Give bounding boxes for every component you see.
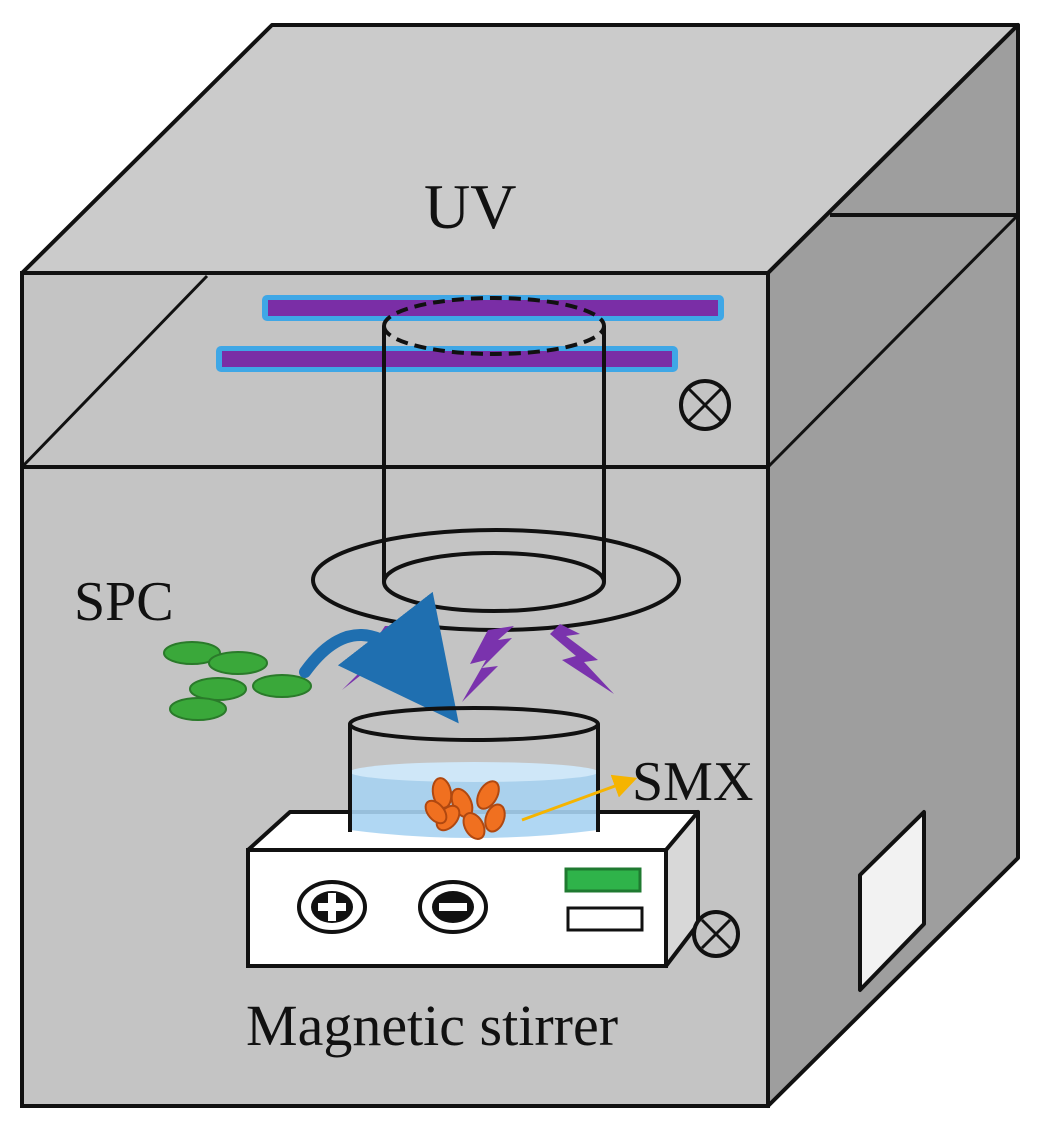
stirrer-knob[interactable] [692,910,740,958]
smx-pellets [424,777,506,840]
side-shelf-edge [766,213,1020,469]
circle-x-icon[interactable] [679,379,731,431]
side-door-window[interactable] [858,810,926,992]
label-spc: SPC [74,571,174,633]
box-front-face [20,271,770,1108]
inner-lens-ring [382,551,606,613]
stirrer-display [564,867,642,893]
label-stirrer: Magnetic stirrer [246,993,618,1058]
beaker [348,706,600,838]
uv-lamp-top [262,295,724,321]
label-uv: UV [424,171,516,242]
spc-pellets [163,641,312,721]
transfer-arrow [299,591,459,724]
uv-lamp-bottom [216,346,678,372]
stirrer-slot [566,906,644,932]
plus-icon[interactable] [297,880,367,934]
minus-icon[interactable] [418,880,488,934]
lightning-bolt-right [550,624,614,694]
label-smx: SMX [632,751,753,813]
lightning-bolt-center [462,626,514,702]
compartment-edge-left [20,274,209,469]
smx-pointer-arrow [521,774,638,822]
